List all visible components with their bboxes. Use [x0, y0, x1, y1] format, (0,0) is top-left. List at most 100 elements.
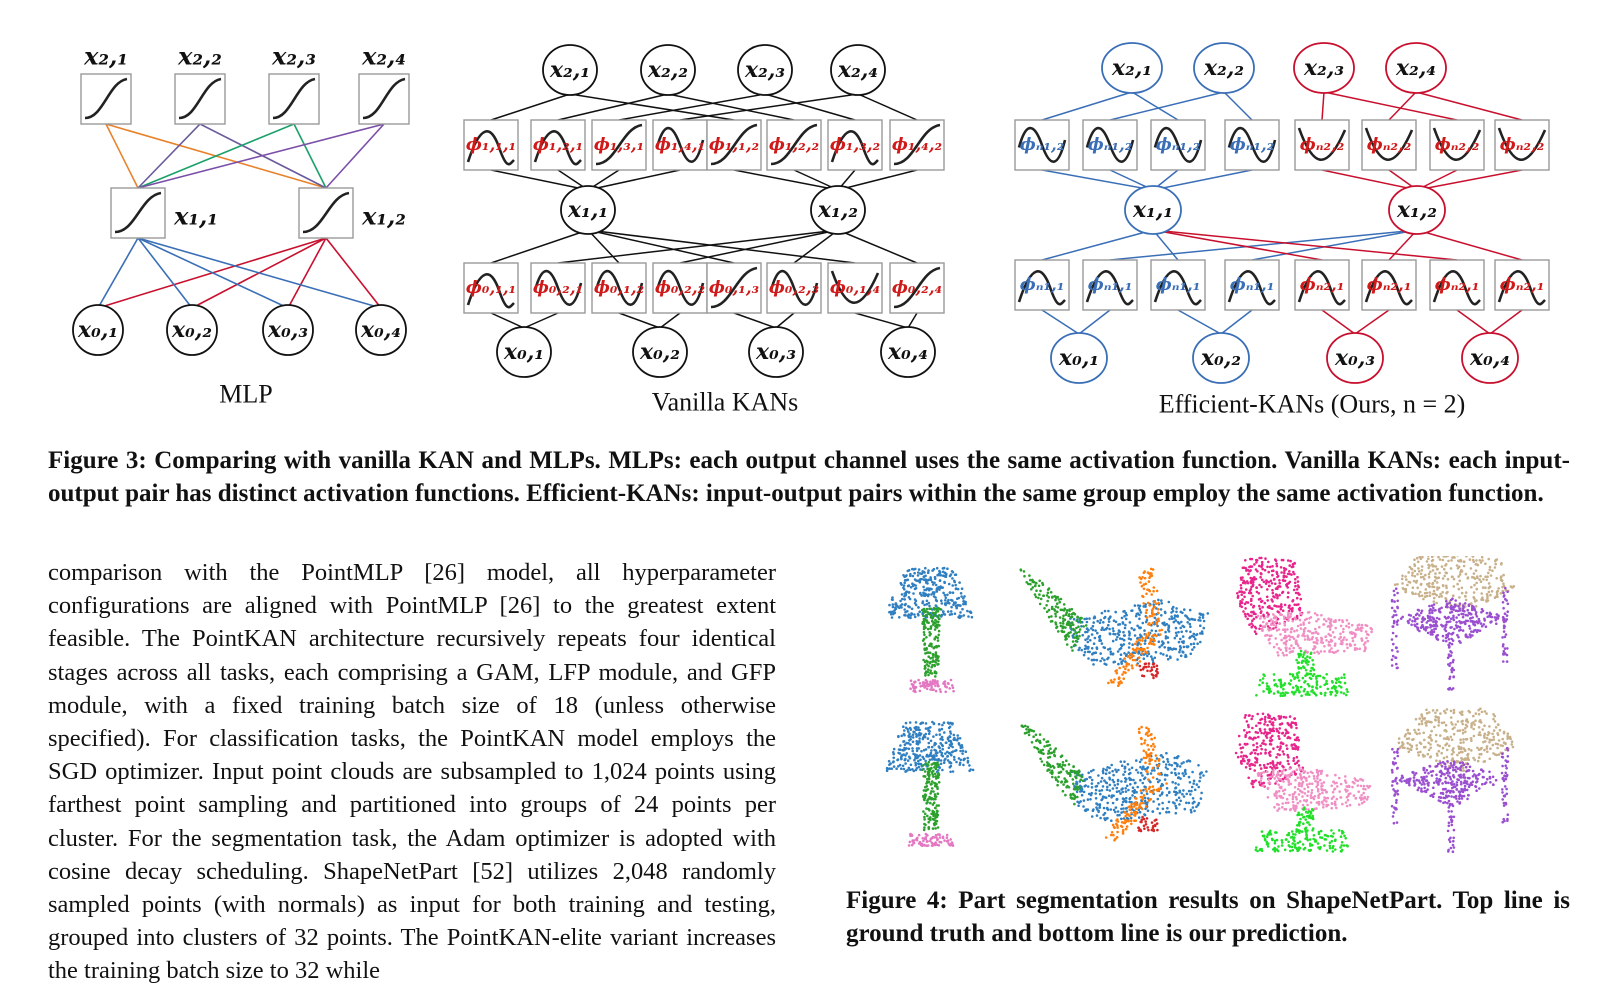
vanilla-edge-lower: [491, 230, 588, 263]
mlp-edge-top: [294, 124, 326, 188]
efficient-phi-label: ϕₙ₁,₂: [1020, 135, 1065, 155]
gt-airplane: [1020, 568, 1210, 687]
vanilla-input-node-label: x₀,₄: [887, 339, 928, 365]
vanilla-output-node-label: x₂,₂: [647, 57, 688, 83]
efficient-phi-label: ϕₙ₂,₂: [1435, 135, 1480, 155]
efficient-phi-label: ϕₙ₂,₁: [1500, 275, 1545, 295]
efficient-hidden-node-label: x₁,₂: [1396, 197, 1437, 223]
vanilla-edge-bottom: [660, 313, 680, 328]
efficient-phi-label: ϕₙ₂,₁: [1367, 275, 1412, 295]
mlp-title: MLP: [219, 380, 272, 409]
efficient-edge-top: [1224, 92, 1252, 120]
mlp-edge-top: [138, 124, 384, 188]
efficient-edge-bottom: [1490, 310, 1522, 334]
efficient-edge-bottom: [1042, 310, 1079, 334]
efficient-edge-bottom: [1079, 310, 1110, 334]
figure-3-caption: Figure 3: Comparing with vanilla KAN and…: [48, 444, 1570, 510]
vanilla-edge-bottom: [776, 313, 794, 328]
vanilla-phi-label: ϕ₁,₁,₂: [709, 135, 759, 155]
vanilla-phi-label: ϕ₁,₁,₁: [466, 135, 516, 155]
vanilla-phi-label: ϕ₀,₂,₃: [769, 278, 819, 298]
vanilla-edge-top: [619, 94, 765, 120]
efficient-phi-label: ϕₙ₂,₂: [1300, 135, 1345, 155]
vanilla-edge-bottom: [491, 313, 524, 328]
vanilla-edge-top: [668, 94, 794, 120]
vanilla-edge-bottom: [734, 313, 776, 328]
vanilla-hidden-node-label: x₁,₁: [567, 197, 608, 223]
vanilla-edge-mid: [588, 170, 680, 190]
pred-table: [1391, 707, 1514, 853]
efficient-edge-top: [1416, 92, 1522, 120]
vanilla-edge-mid: [838, 170, 917, 190]
vanilla-title: Vanilla KANs: [652, 388, 799, 417]
efficient-edge-mid: [1042, 170, 1153, 190]
mlp-hidden-node-label: x₁,₁: [173, 202, 218, 231]
mlp-edge-top: [138, 124, 294, 188]
pred-airplane: [1021, 724, 1208, 841]
vanilla-edge-lower: [838, 230, 917, 263]
vanilla-phi-label: ϕ₁,₄,₁: [655, 135, 705, 155]
efficient-phi-label: ϕₙ₂,₂: [1500, 135, 1545, 155]
vanilla-phi-label: ϕ₁,₂,₂: [769, 135, 819, 155]
efficient-edge-lower: [1417, 230, 1522, 260]
efficient-phi-label: ϕₙ₁,₁: [1230, 275, 1275, 295]
efficient-input-node-label: x₀,₂: [1200, 345, 1241, 371]
efficient-edge-top: [1132, 92, 1178, 120]
efficient-edge-lower: [1042, 230, 1153, 260]
efficient-edge-top: [1042, 92, 1132, 120]
efficient-phi-label: ϕₙ₁,₁: [1088, 275, 1133, 295]
mlp-output-node-label: x₂,₄: [361, 42, 406, 71]
vanilla-phi-label: ϕ₀,₁,₁: [466, 278, 516, 298]
efficient-output-node-label: x₂,₂: [1203, 55, 1244, 81]
efficient-edge-mid: [1153, 170, 1252, 190]
vanilla-phi-label: ϕ₀,₂,₁: [533, 278, 583, 298]
efficient-phi-label: ϕₙ₂,₁: [1435, 275, 1480, 295]
vanilla-phi-label: ϕ₀,₁,₃: [709, 278, 759, 298]
mlp-edge-bottom: [138, 238, 381, 308]
efficient-phi-label: ϕₙ₁,₁: [1020, 275, 1065, 295]
mlp-hidden-node-label: x₁,₂: [361, 202, 406, 231]
vanilla-phi-label: ϕ₀,₂,₂: [655, 278, 705, 298]
vanilla-input-node-label: x₀,₃: [755, 339, 796, 365]
vanilla-edge-bottom: [908, 313, 917, 328]
vanilla-edge-lower: [588, 230, 734, 263]
vanilla-phi-label: ϕ₁,₄,₂: [892, 135, 942, 155]
efficient-edge-bottom: [1322, 310, 1355, 334]
vanilla-edge-bottom: [524, 313, 558, 328]
gt-table: [1391, 556, 1515, 691]
efficient-phi-label: ϕₙ₁,₁: [1156, 275, 1201, 295]
efficient-phi-label: ϕₙ₁,₂: [1230, 135, 1275, 155]
pred-lamp: [886, 721, 975, 847]
efficient-edge-bottom: [1221, 310, 1252, 334]
vanilla-phi-label: ϕ₁,₂,₁: [533, 135, 583, 155]
mlp-output-node-label: x₂,₃: [271, 42, 316, 71]
vanilla-phi-label: ϕ₀,₁,₄: [830, 278, 880, 298]
efficient-edge-mid: [1417, 170, 1522, 190]
vanilla-phi-label: ϕ₀,₁,₂: [594, 278, 644, 298]
efficient-input-node-label: x₀,₄: [1469, 345, 1510, 371]
figure-4-segmentation-results: [860, 556, 1560, 876]
efficient-title: Efficient-KANs (Ours, n = 2): [1159, 390, 1466, 419]
efficient-output-node-label: x₂,₄: [1395, 55, 1436, 81]
vanilla-edge-bottom: [619, 313, 660, 328]
efficient-input-node-label: x₀,₁: [1058, 345, 1099, 371]
body-paragraph: comparison with the PointMLP [26] model,…: [48, 556, 776, 988]
efficient-edge-bottom: [1355, 310, 1389, 334]
vanilla-edge-top: [491, 94, 570, 120]
efficient-phi-label: ϕₙ₁,₂: [1156, 135, 1201, 155]
mlp-edge-top: [326, 124, 384, 188]
efficient-output-node-label: x₂,₃: [1303, 55, 1344, 81]
vanilla-hidden-node-label: x₁,₂: [817, 197, 858, 223]
vanilla-input-node-label: x₀,₂: [639, 339, 680, 365]
gt-chair: [1236, 557, 1373, 698]
efficient-edge-top: [1110, 92, 1224, 120]
mlp-output-node-label: x₂,₂: [177, 42, 222, 71]
mlp-input-node-label: x₀,₄: [360, 317, 401, 343]
vanilla-edge-lower: [558, 230, 838, 263]
mlp-edge-bottom: [138, 238, 192, 308]
vanilla-phi-label: ϕ₀,₂,₄: [892, 278, 942, 298]
efficient-phi-label: ϕₙ₂,₂: [1367, 135, 1412, 155]
efficient-input-node-label: x₀,₃: [1334, 345, 1375, 371]
pred-chair: [1235, 713, 1371, 853]
efficient-edge-lower: [1153, 230, 1322, 260]
